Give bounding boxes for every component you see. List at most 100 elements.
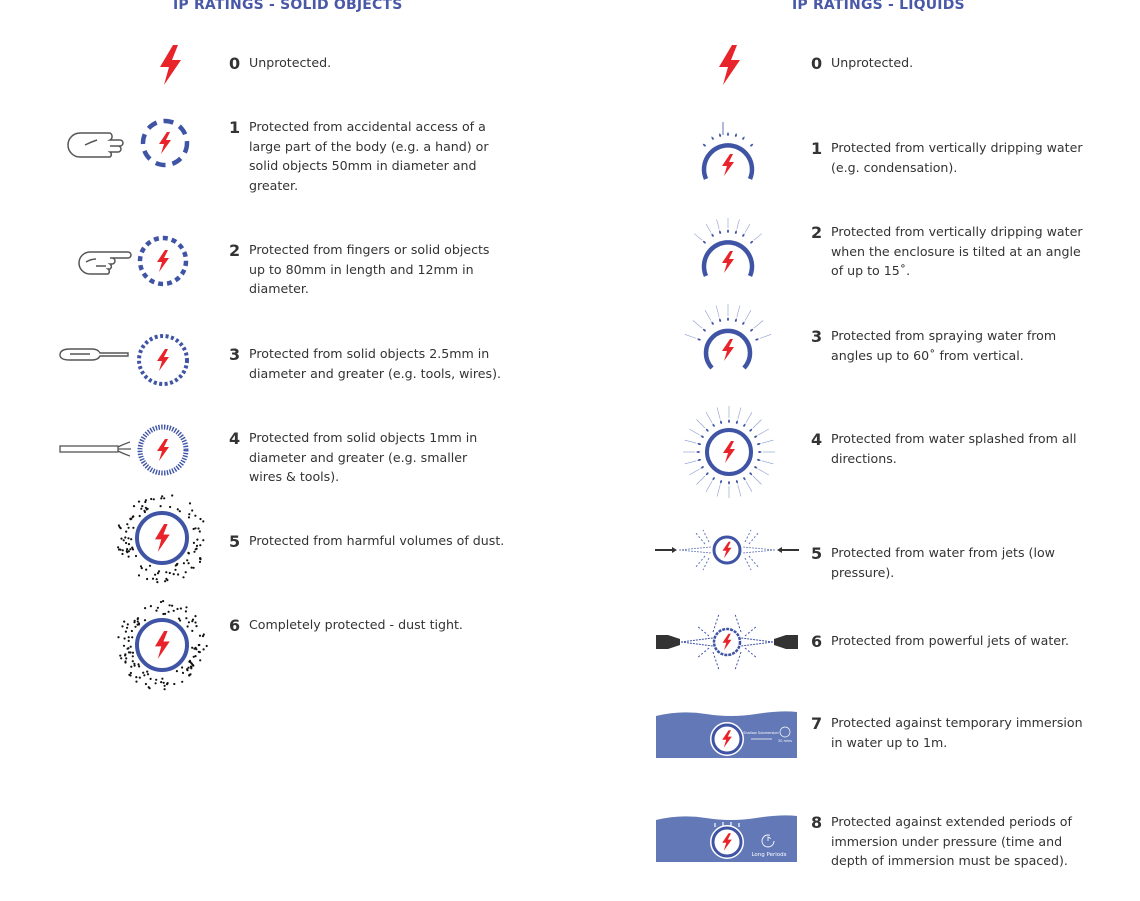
- dust-particle: [140, 567, 143, 570]
- water-drop: [697, 443, 701, 446]
- rating-description: Protected from accidental access of a la…: [249, 119, 489, 193]
- dust-particle: [188, 502, 192, 505]
- dust-particle: [198, 634, 202, 637]
- dust-particle: [144, 682, 147, 686]
- spray-line: [689, 428, 700, 436]
- water-drop: [734, 230, 737, 234]
- dust-particle: [124, 661, 127, 664]
- dust-particle: [135, 680, 138, 683]
- dust-particle: [194, 655, 197, 658]
- water-drop: [735, 420, 738, 424]
- dust-particle: [163, 497, 166, 500]
- dust-particle: [143, 674, 146, 677]
- dust-particle: [187, 562, 190, 565]
- dust-particle: [160, 497, 163, 500]
- ip7-immersion-time: 30 mins: [778, 739, 792, 743]
- dust-particle: [166, 682, 169, 685]
- rating-description: Protected from water splashed from all d…: [831, 431, 1077, 466]
- dust-particle: [129, 517, 132, 520]
- dust-particle: [131, 651, 135, 654]
- rating-number: 6: [229, 616, 241, 635]
- dust-particle: [152, 498, 155, 501]
- dust-particle: [181, 666, 184, 669]
- dust-particle: [141, 505, 144, 508]
- dust-particle: [185, 606, 188, 609]
- dust-particle: [199, 544, 202, 547]
- dust-particle: [197, 643, 200, 647]
- dust-particle: [186, 668, 189, 671]
- dashed-shield-1mm-icon: [137, 424, 189, 476]
- dust-particle: [122, 539, 125, 542]
- dust-particle: [133, 619, 136, 622]
- dust-particle: [175, 670, 178, 673]
- dust-particle: [173, 682, 176, 686]
- water-drop: [711, 136, 714, 140]
- rating-number: 1: [811, 139, 823, 158]
- rating-description: Protected from fingers or solid objects …: [249, 242, 490, 296]
- water-drop: [700, 466, 704, 469]
- rating-number: 5: [811, 544, 823, 563]
- rating-description: Protected from spraying water from angle…: [831, 328, 1057, 363]
- dust-particle: [202, 539, 205, 542]
- spray-line: [736, 219, 740, 230]
- dust-particle: [194, 514, 197, 517]
- rating-number: 0: [811, 54, 823, 73]
- dust-particle: [127, 550, 130, 553]
- dust-particle: [125, 657, 128, 660]
- dust-particle: [163, 688, 166, 691]
- dust-particle: [117, 548, 121, 551]
- spray-line: [745, 412, 753, 423]
- dust-particle: [126, 626, 129, 629]
- dust-particle: [191, 618, 195, 621]
- dust-particle: [191, 509, 194, 512]
- dust-particle: [130, 538, 133, 541]
- water-drop: [727, 317, 729, 321]
- spray-line: [745, 481, 753, 492]
- water-drop: [750, 328, 754, 332]
- spray-line: [684, 460, 697, 465]
- liquids-title: IP RATINGS - LIQUIDS: [792, 0, 965, 13]
- dashed-shield-50mm-icon: [140, 118, 190, 168]
- dust-tight-shield-icon: [117, 600, 208, 691]
- dust-particle: [156, 572, 160, 575]
- dust-particle: [127, 526, 130, 529]
- dust-particle: [162, 600, 165, 603]
- spray-line: [716, 484, 721, 497]
- dust-particle: [146, 507, 149, 510]
- dust-particle: [162, 681, 165, 684]
- dust-particle: [145, 568, 148, 571]
- spray-line: [705, 481, 713, 492]
- dust-particle: [169, 505, 172, 509]
- water-drop: [757, 443, 761, 446]
- spray-line: [705, 223, 712, 233]
- clock-icon: [779, 726, 791, 738]
- dust-particle: [193, 550, 196, 553]
- dust-particle: [193, 647, 196, 650]
- dust-shield-icon: [117, 494, 205, 584]
- spray-line: [761, 460, 774, 465]
- spray-line: [705, 412, 713, 423]
- dust-particle: [131, 660, 134, 663]
- water-drop: [719, 133, 722, 137]
- water-drop: [742, 321, 745, 325]
- water-drop: [728, 419, 730, 423]
- rating-number: 5: [229, 532, 241, 551]
- dust-particle: [155, 609, 158, 612]
- rating-description: Protected from harmful volumes of dust.: [249, 533, 505, 548]
- dust-particle: [191, 646, 194, 649]
- water-drop: [758, 451, 762, 453]
- temporary-immersion-icon: Shallow Submersion 30 mins: [656, 711, 797, 758]
- dust-particle: [134, 625, 137, 628]
- dust-particle: [160, 681, 163, 684]
- water-drop: [754, 466, 758, 469]
- dust-particle: [138, 676, 141, 679]
- dust-particle: [178, 510, 181, 513]
- dust-particle: [154, 573, 157, 576]
- dust-particle: [146, 670, 149, 673]
- spray-line: [744, 223, 751, 233]
- water-drop: [754, 435, 758, 438]
- dust-particle: [131, 546, 134, 549]
- dust-particle: [186, 559, 189, 562]
- dust-particle: [127, 639, 130, 642]
- dust-particle: [168, 604, 171, 607]
